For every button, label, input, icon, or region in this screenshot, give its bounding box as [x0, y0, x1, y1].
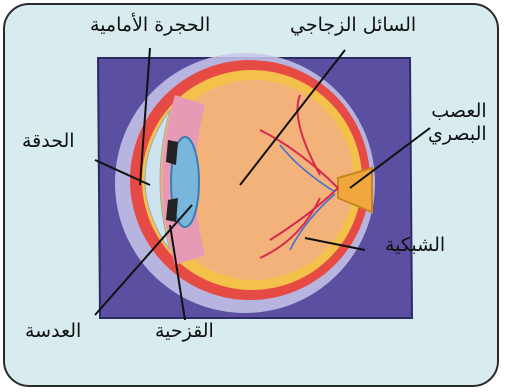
label-vitreous-humor: السائل الزجاجي [290, 16, 416, 35]
label-lens: العدسة [25, 322, 81, 341]
label-pupil: الحدقة [22, 132, 75, 151]
label-optic-nerve-line1: العصب [428, 100, 487, 123]
label-iris: القزحية [155, 322, 214, 341]
iris-top [166, 140, 178, 165]
label-optic-nerve: العصب البصري [428, 100, 487, 146]
label-retina: الشبكية [385, 236, 445, 255]
label-optic-nerve-line2: البصري [428, 123, 487, 146]
label-anterior-chamber: الحجرة الأمامية [90, 16, 210, 35]
